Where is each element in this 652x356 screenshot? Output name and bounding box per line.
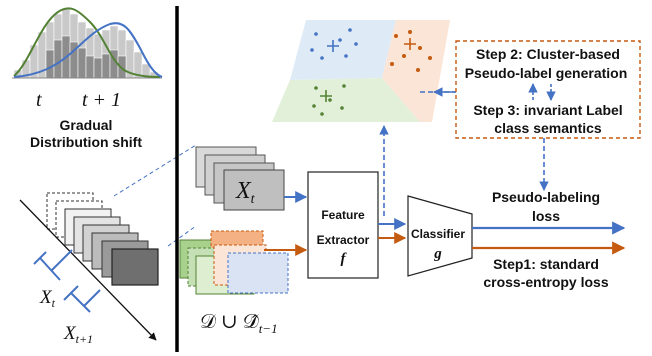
caption-distribution-shift: Distribution shift [30,134,142,150]
input-stack-dataset [179,230,289,295]
feature-extractor-box [307,171,379,279]
zoom-line-top [113,144,197,197]
cluster-region-green [272,78,420,122]
distribution-curve-t1 [13,22,163,78]
window-label-t: Xt [39,287,56,310]
steps-box [455,40,641,139]
caption-gradual: Gradual [60,117,113,133]
cluster-region-blue [290,20,396,80]
input-stack-xt [195,146,285,211]
input-label-dataset: 𝒟 ∪ 𝒟̂t−1 [200,311,278,336]
ce-loss-line1: Step1: standard [493,256,599,272]
classifier-label: Classifier [411,227,465,241]
extractor-label-line1: Feature [321,208,365,222]
classifier-symbol: g [433,246,442,262]
step2-line2: Pseudo-label generation [465,65,628,81]
time-axis-arrow [19,199,157,341]
extractor-symbol: f [341,251,348,267]
distribution-curve-t [13,7,161,78]
window-bracket-t [33,249,73,281]
cluster-region-orange [382,20,450,122]
cluster-center-blue [327,40,339,52]
cluster-center-orange [404,38,416,50]
cluster-center-green [320,90,332,102]
label-t-plus-1: t + 1 [82,89,121,111]
step3-line1: Step 3: invariant Label [473,102,622,118]
classifier-shape [407,195,473,277]
extractor-label-line2: Extractor [317,233,370,247]
ce-loss-line2: cross-entropy loss [483,274,608,290]
input-label-xt: Xt [235,178,256,207]
pseudo-loss-line2: loss [532,208,560,224]
label-t: t [36,89,42,111]
window-bracket-t1 [63,285,101,313]
sequential-data-stack [46,192,159,286]
window-label-t1: Xt+1 [63,323,93,346]
pseudo-loss-line1: Pseudo-labeling [492,189,600,205]
step3-line2: class semantics [494,120,602,136]
cluster-plot [272,20,450,122]
step2-line1: Step 2: Cluster-based [476,46,620,62]
zoom-line-bottom [167,225,197,247]
